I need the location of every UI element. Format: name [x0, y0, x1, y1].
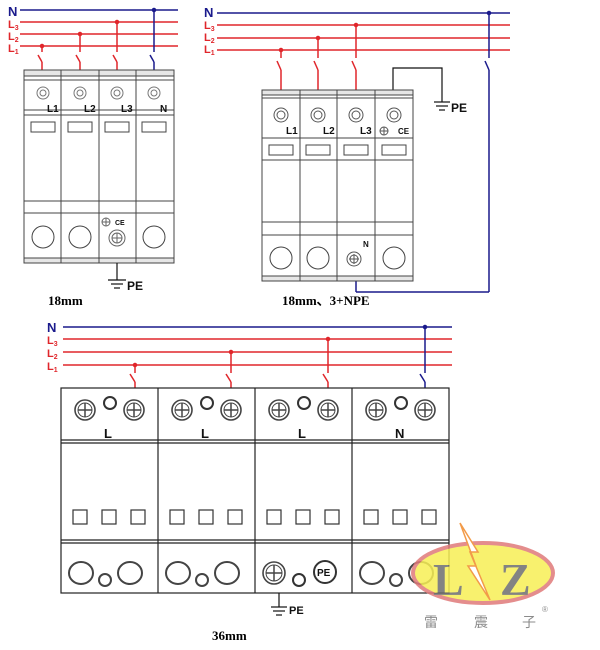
- pe-wire: [392, 67, 450, 111]
- pe-terminal-badge: PE: [317, 568, 331, 579]
- module-label: L: [104, 426, 112, 441]
- screw-terminal-icon: [365, 399, 387, 421]
- bus-label-l2: L2: [8, 31, 19, 44]
- indicator-ring: [200, 396, 214, 410]
- bus-label-n: N: [8, 4, 17, 19]
- status-window: [421, 509, 437, 525]
- feeder-n: [355, 10, 492, 293]
- screw-terminal-icon: [414, 399, 436, 421]
- diagram-18mm: N L3 L2 L1: [8, 4, 178, 308]
- module-label: L1: [286, 126, 298, 137]
- module-label: L3: [360, 126, 372, 137]
- registered-mark: ®: [542, 605, 548, 614]
- feeder-l3: [351, 22, 359, 90]
- bus-label-l2: L2: [204, 32, 215, 45]
- status-window: [324, 509, 340, 525]
- module-label: L2: [323, 126, 335, 137]
- screw-terminal-icon: [171, 399, 193, 421]
- screw-terminal-icon: [220, 399, 242, 421]
- ground-symbol: [271, 593, 287, 616]
- diagram-18mm-3-npe: N L3 L2 L1 PE: [204, 5, 510, 308]
- terminal-ring: [117, 561, 143, 585]
- indicator-ring: [103, 396, 117, 410]
- ground-label: PE: [127, 279, 143, 293]
- module-label: N: [395, 426, 404, 441]
- terminal-group: [68, 396, 437, 587]
- module-label: L: [201, 426, 209, 441]
- bus-label-l1: L1: [47, 361, 58, 374]
- screw-terminal-icon: [262, 561, 286, 585]
- status-window: [169, 509, 185, 525]
- ce-mark: CE: [398, 127, 410, 136]
- ground-symbol: [108, 263, 126, 289]
- terminal-ring: [292, 573, 306, 587]
- module-label: L2: [84, 104, 96, 115]
- feeder-l1: [129, 362, 138, 388]
- feeder-l3: [322, 336, 331, 388]
- logo-letter-l: L: [433, 554, 464, 605]
- feeder-l3: [112, 19, 120, 70]
- screw-terminal-icon: [74, 399, 96, 421]
- ground-label: PE: [451, 101, 467, 115]
- bus-label-l2: L2: [47, 348, 58, 361]
- terminal-ring: [359, 561, 385, 585]
- feeder-l1: [276, 47, 284, 90]
- spd-module-3-npe: [261, 89, 414, 282]
- spd-module-4p-18mm: [23, 69, 175, 264]
- bus-label-l1: L1: [204, 44, 215, 57]
- logo-ellipse: [411, 541, 555, 605]
- bus-label-l3: L3: [8, 19, 19, 32]
- bus-label-n: N: [47, 320, 56, 335]
- terminal-ring: [389, 573, 403, 587]
- n-terminal-label: N: [363, 240, 369, 249]
- terminal-ring: [214, 561, 240, 585]
- terminal-ring: [98, 573, 112, 587]
- feeder-n: [419, 324, 428, 388]
- status-window: [295, 509, 311, 525]
- feeder-l2: [225, 349, 234, 388]
- terminal-ring: [68, 561, 94, 585]
- status-window: [363, 509, 379, 525]
- screw-terminal-icon: [317, 399, 339, 421]
- bus-label-l1: L1: [8, 43, 19, 56]
- feeder-l2: [75, 31, 83, 70]
- screw-terminal-icon: [123, 399, 145, 421]
- indicator-ring: [394, 396, 408, 410]
- ground-label: PE: [289, 605, 304, 617]
- caption-36mm: 36mm: [212, 628, 247, 643]
- feeder-l1: [37, 43, 45, 70]
- bus-label-l3: L3: [47, 335, 58, 348]
- status-window: [130, 509, 146, 525]
- diagram-36mm: N L3 L2 L1: [47, 320, 452, 643]
- logo-chinese-1: 雷: [424, 615, 438, 631]
- module-label: L: [298, 426, 306, 441]
- bus-label-n: N: [204, 5, 213, 20]
- spd-module-36mm: [60, 387, 450, 594]
- terminal-ring: [165, 561, 191, 585]
- lightning-bolt-icon: [459, 522, 491, 601]
- indicator-ring: [297, 396, 311, 410]
- status-window: [392, 509, 408, 525]
- status-window: [198, 509, 214, 525]
- status-window: [266, 509, 282, 525]
- bus-label-l3: L3: [204, 20, 215, 33]
- status-window: [227, 509, 243, 525]
- logo-letter-z: Z: [500, 554, 531, 605]
- status-window: [72, 509, 88, 525]
- ce-mark: CE: [115, 220, 125, 227]
- logo-chinese-2: 震: [474, 615, 488, 631]
- caption-18mm-3-npe: 18mm、3+NPE: [282, 293, 370, 308]
- feeder-l2: [313, 35, 321, 90]
- screw-terminal-icon: [268, 399, 290, 421]
- caption-18mm: 18mm: [48, 293, 83, 308]
- feeder-n: [149, 7, 157, 70]
- module-label: L1: [47, 104, 59, 115]
- pe-terminal-ring: [313, 560, 337, 584]
- terminal-ring: [195, 573, 209, 587]
- module-label: N: [160, 104, 167, 115]
- lzz-logo: L Z 雷 震 子 ®: [411, 522, 555, 631]
- logo-chinese-3: 子: [522, 615, 536, 631]
- status-window: [101, 509, 117, 525]
- module-label: L3: [121, 104, 133, 115]
